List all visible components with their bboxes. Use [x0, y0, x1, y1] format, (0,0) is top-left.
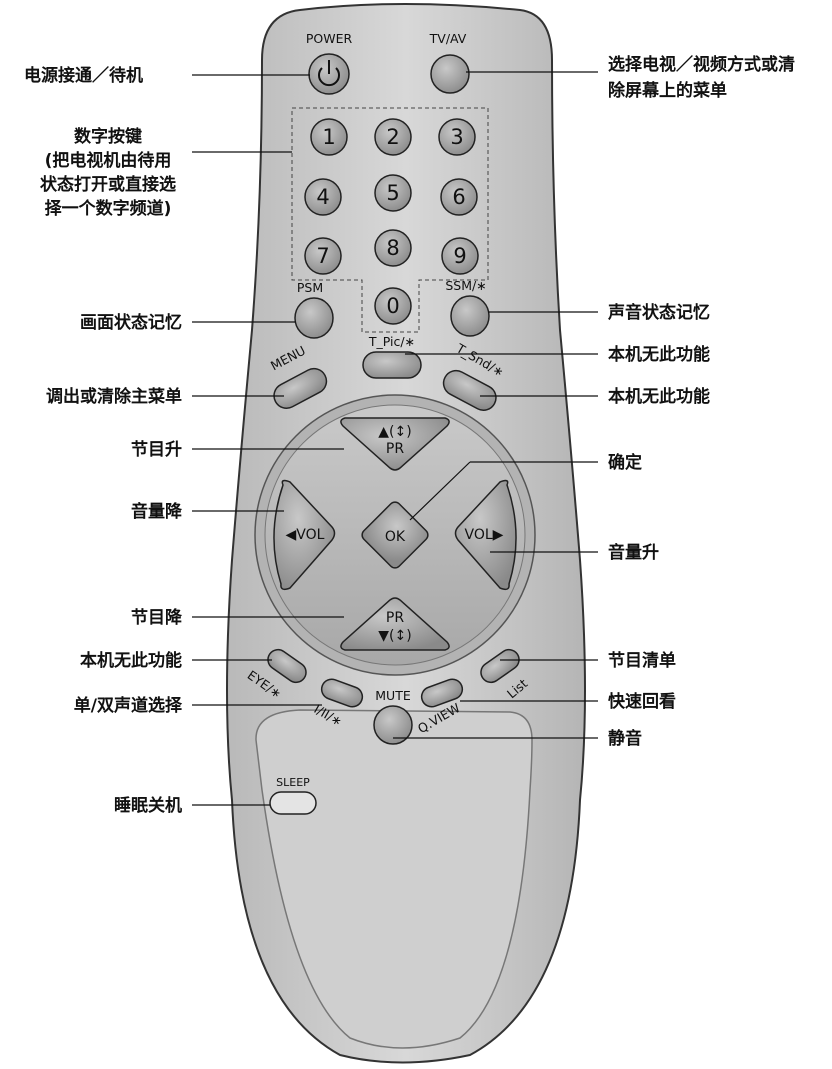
callout-mute: 静音 [608, 728, 642, 749]
lower-panel [255, 709, 533, 1049]
sleep-button[interactable] [269, 791, 317, 815]
digit-label-7: 7 [316, 244, 329, 268]
callout-digits-1: 数字按键 [74, 126, 142, 147]
callout-pr-down: 节目降 [131, 607, 183, 628]
power-icon [318, 67, 340, 87]
tvav-button[interactable] [430, 54, 470, 94]
pr-up-label: PR [386, 441, 404, 457]
digit-button-5[interactable]: 5 [374, 174, 412, 212]
callout-ok: 确定 [608, 452, 642, 473]
vol-down-button[interactable] [273, 479, 336, 591]
pr-down-arrows-label: ▼(↕) [378, 628, 411, 644]
sleep-button-label: SLEEP [276, 776, 310, 789]
vol-down-label: ◀VOL [286, 527, 325, 543]
digit-button-7[interactable]: 7 [304, 237, 342, 275]
pr-up-arrows-label: ▲(↕) [378, 424, 411, 440]
callout-ssm: 声音状态记忆 [607, 302, 710, 323]
psm-button[interactable] [294, 297, 334, 339]
callout-psm: 画面状态记忆 [80, 312, 182, 333]
digit-button-2[interactable]: 2 [374, 118, 412, 156]
digit-label-0: 0 [386, 294, 399, 318]
t-snd-button[interactable] [439, 366, 500, 414]
t-pic-button-label: T_Pic/∗ [368, 334, 415, 349]
mute-button-label: MUTE [375, 688, 411, 703]
tvav-button-label: TV/AV [429, 31, 467, 46]
digit-label-9: 9 [453, 244, 466, 268]
ok-button-label: OK [385, 529, 406, 545]
digit-buttons: 1 2 3 4 5 6 7 8 9 0 [304, 118, 479, 325]
digit-label-5: 5 [386, 181, 399, 205]
digit-label-6: 6 [452, 185, 465, 209]
callout-i-ii: 单/双声道选择 [74, 695, 183, 716]
digit-label-4: 4 [316, 185, 329, 209]
digit-button-1[interactable]: 1 [310, 118, 348, 156]
digit-button-4[interactable]: 4 [304, 178, 342, 216]
pr-down-label: PR [386, 610, 404, 626]
callout-list: 节目清单 [608, 650, 676, 671]
callout-vol-up: 音量升 [608, 542, 659, 563]
callout-power: 电源接通／待机 [24, 65, 143, 86]
digit-keypad-outline [291, 107, 489, 333]
callout-sleep: 睡眠关机 [114, 795, 182, 816]
digit-label-2: 2 [386, 125, 399, 149]
callout-eye: 本机无此功能 [80, 650, 182, 671]
callout-digits-2: (把电视机由待用 [45, 150, 172, 171]
callout-tvav-1: 选择电视／视频方式或清 [608, 54, 795, 75]
callout-pr-up: 节目升 [131, 439, 182, 460]
digit-label-3: 3 [450, 125, 463, 149]
pr-up-button[interactable] [340, 417, 450, 471]
i-ii-button[interactable] [319, 676, 365, 709]
digit-button-6[interactable]: 6 [440, 178, 478, 216]
vol-up-button[interactable] [454, 479, 517, 591]
digit-button-0[interactable]: 0 [374, 287, 412, 325]
qview-button[interactable] [419, 676, 465, 709]
t-pic-button[interactable] [362, 351, 422, 379]
ssm-button-label: SSM/∗ [445, 278, 486, 293]
pr-down-button[interactable] [340, 597, 450, 651]
ssm-button[interactable] [450, 295, 490, 337]
callout-vol-down: 音量降 [131, 501, 183, 522]
callout-t-pic: 本机无此功能 [608, 344, 710, 365]
callout-tvav-2: 除屏幕上的菜单 [608, 80, 727, 101]
digit-button-3[interactable]: 3 [438, 118, 476, 156]
psm-button-label: PSM [297, 280, 323, 295]
power-button[interactable] [308, 53, 350, 95]
leader-lines [192, 71, 598, 806]
callout-digits-4: 择一个数字频道) [45, 198, 172, 219]
mute-button[interactable] [373, 705, 413, 745]
callout-menu: 调出或清除主菜单 [46, 386, 182, 407]
callout-qview: 快速回看 [608, 691, 676, 712]
vol-up-label: VOL▶ [465, 527, 504, 543]
digit-button-8[interactable]: 8 [374, 229, 412, 267]
digit-button-9[interactable]: 9 [441, 237, 479, 275]
digit-label-1: 1 [322, 125, 335, 149]
callout-digits-3: 状态打开或直接选 [40, 174, 176, 195]
menu-button[interactable] [270, 364, 331, 412]
eye-button[interactable] [264, 646, 310, 686]
callout-t-snd: 本机无此功能 [608, 386, 710, 407]
list-button[interactable] [477, 646, 523, 686]
digit-label-8: 8 [386, 236, 399, 260]
power-button-label: POWER [306, 31, 353, 46]
